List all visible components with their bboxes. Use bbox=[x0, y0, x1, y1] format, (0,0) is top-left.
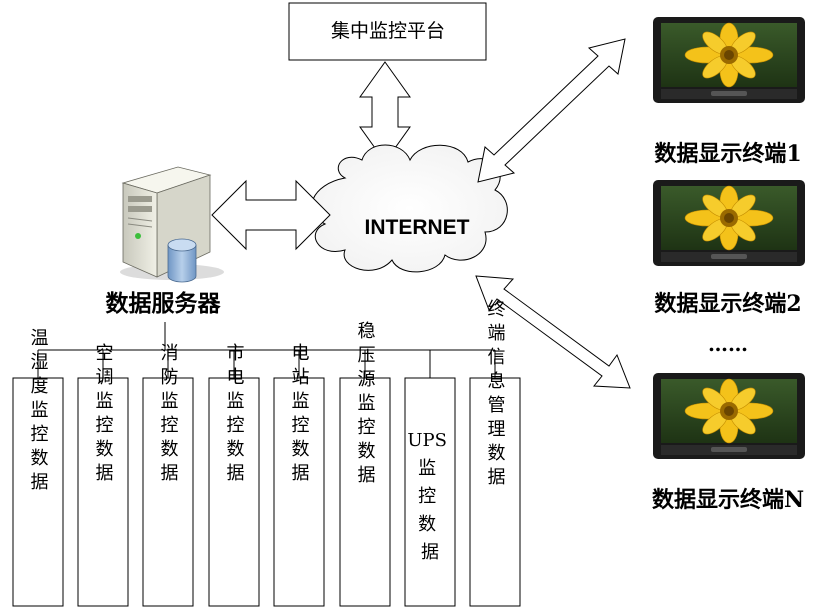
ups-line-1: UPS bbox=[407, 430, 447, 451]
monitor-icon-3 bbox=[652, 372, 806, 460]
data-box-label-2: 空调监控数据 bbox=[93, 343, 114, 487]
data-box-label-5: 电站监控数据 bbox=[289, 343, 310, 487]
terminal-label-3: 数据显示终端N bbox=[652, 487, 804, 513]
terminal1-arrow bbox=[477, 38, 626, 183]
data-box-2 bbox=[77, 377, 129, 607]
data-box-labels: 温湿度监控数据 空调监控数据 消防监控数据 市电监控数据 电站监控数据 稳压源监… bbox=[28, 299, 506, 563]
data-boxes bbox=[12, 377, 521, 607]
data-box-8 bbox=[469, 377, 521, 607]
data-box-label-6: 稳压源监控数据 bbox=[355, 321, 376, 489]
database-icon bbox=[167, 238, 197, 283]
terminal-label-1: 数据显示终端1 bbox=[654, 141, 801, 167]
monitor-icon-2 bbox=[652, 179, 806, 267]
data-box-label-7: UPS 监 控 数 据 bbox=[407, 430, 452, 563]
data-box-5 bbox=[273, 377, 325, 607]
data-box-3 bbox=[142, 377, 194, 607]
platform-box: 集中监控平台 bbox=[288, 2, 487, 61]
ups-line-2: 监 bbox=[418, 458, 436, 479]
server-label: 数据服务器 bbox=[106, 290, 222, 317]
terminal-ellipsis: …… bbox=[708, 332, 748, 356]
internet-label: INTERNET bbox=[365, 216, 470, 239]
data-box-1 bbox=[12, 377, 64, 607]
internet-cloud: INTERNET bbox=[311, 144, 508, 273]
data-box-7 bbox=[404, 377, 456, 607]
data-box-6 bbox=[339, 377, 391, 607]
data-box-label-8: 终端信息管理数据 bbox=[485, 299, 506, 491]
terminal2-arrow bbox=[475, 275, 631, 389]
data-box-4 bbox=[208, 377, 260, 607]
monitor-icon-1 bbox=[652, 16, 806, 104]
ups-line-5: 据 bbox=[421, 542, 439, 563]
data-box-label-1: 温湿度监控数据 bbox=[28, 328, 49, 496]
ups-line-4: 数 bbox=[418, 514, 436, 535]
data-box-label-4: 市电监控数据 bbox=[224, 343, 245, 487]
tree-connectors bbox=[37, 322, 496, 378]
terminal-label-2: 数据显示终端2 bbox=[654, 291, 801, 317]
platform-label: 集中监控平台 bbox=[331, 20, 445, 42]
data-box-label-3: 消防监控数据 bbox=[158, 343, 179, 487]
ups-line-3: 控 bbox=[418, 486, 436, 507]
server-internet-arrow bbox=[211, 179, 331, 251]
